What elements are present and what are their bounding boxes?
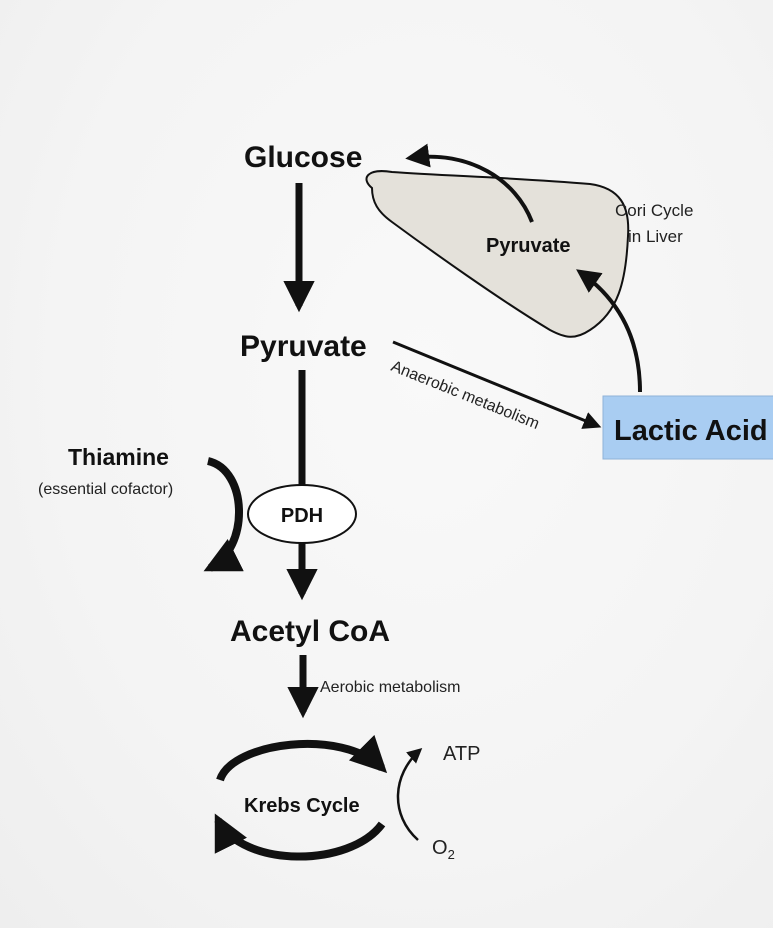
o2-label: O2 [432,837,455,862]
pdh-ellipse [247,484,357,544]
aerobic-metabolism-label: Aerobic metabolism [320,679,461,696]
lactic-acid-box [602,395,773,460]
atp-o2-branch [396,748,423,841]
liver-pyruvate-label: Pyruvate [486,235,571,257]
glucose-label: Glucose [244,141,362,174]
arrow-pyruvate-to-lactic [392,340,602,429]
pyruvate-label: Pyruvate [240,330,367,363]
cori-cycle-label-line2: in Liver [628,227,683,246]
o2-letter: O [432,837,448,859]
arrow-liver-pyruvate-to-glucose [405,143,534,223]
pdh-label: PDH [281,505,323,527]
liver-shape [365,170,630,338]
thiamine-note: (essential cofactor) [38,481,173,498]
atp-label: ATP [443,743,480,765]
krebs-cycle-label: Krebs Cycle [244,795,360,817]
cori-cycle-label-line1: Cori Cycle [615,201,693,220]
arrow-lactic-to-liver-pyruvate [576,269,642,393]
krebs-cycle-upper-arrow [216,734,388,782]
acetyl-coa-label: Acetyl CoA [230,615,390,648]
o2-subscript: 2 [448,847,455,862]
anaerobic-metabolism-label: Anaerobic metabolism [389,358,542,433]
krebs-cycle-lower-arrow [214,813,386,861]
thiamine-label: Thiamine [68,444,169,470]
lactic-acid-label: Lactic Acid [614,415,768,447]
thiamine-cofactor-arrow [203,457,244,572]
